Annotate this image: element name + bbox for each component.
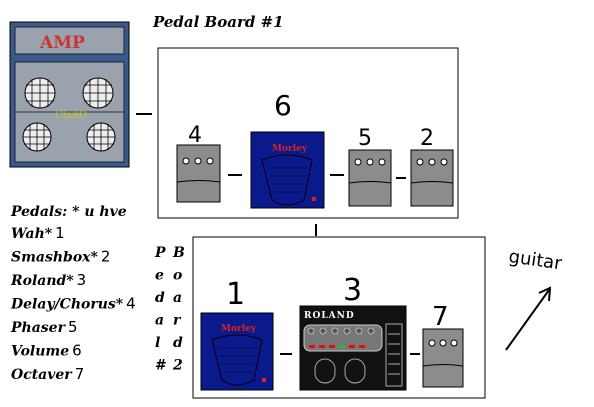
legend-heading: Pedals: * u hve xyxy=(10,204,127,220)
board-2-letter: o xyxy=(173,268,182,284)
legend-item: Roland* xyxy=(10,273,74,289)
board-2-letter: d xyxy=(173,335,183,351)
board-2-letter: P xyxy=(154,245,166,261)
board-2-letter: a xyxy=(173,290,182,306)
delay-chorus-pedal xyxy=(176,144,221,203)
board-2-letter: d xyxy=(155,290,165,306)
morley-label: Morley xyxy=(221,324,257,334)
legend-item: Wah* xyxy=(11,226,53,242)
legend-item-number: 6 xyxy=(72,342,82,360)
pedal-legend: Pedals: * u hve Wah*1Smashbox*2Roland*3D… xyxy=(10,204,136,383)
guitar-label: guitar xyxy=(507,246,563,274)
legend-item: Volume xyxy=(11,344,69,360)
legend-item: Octaver xyxy=(11,367,73,383)
morley-label: Morley xyxy=(272,144,308,154)
board-2-letter: 2 xyxy=(172,358,183,374)
legend-item: Phaser xyxy=(10,320,67,336)
legend-item-number: 5 xyxy=(68,318,78,336)
board-2-letter: l xyxy=(155,335,160,351)
legend-item-number: 1 xyxy=(55,224,65,242)
phaser-pedal xyxy=(348,149,392,207)
pedal-number-7: 7 xyxy=(432,302,449,332)
arrow-icon xyxy=(505,286,552,351)
roland-label: ROLAND xyxy=(304,311,355,321)
wah-pedal: Morley xyxy=(200,312,274,391)
amp: AMP ClaitO xyxy=(9,21,130,168)
board-2-letter: B xyxy=(172,245,185,261)
legend-item-number: 2 xyxy=(101,248,111,266)
legend-item: Smashbox* xyxy=(11,250,99,266)
board-2-letter: e xyxy=(155,268,164,284)
legend-item: Delay/Chorus* xyxy=(10,297,124,313)
pedal-number-3: 3 xyxy=(343,273,362,308)
legend-item-number: 7 xyxy=(75,365,85,383)
octaver-pedal xyxy=(422,328,464,388)
pedal-number-4: 4 xyxy=(188,123,202,148)
amp-badge: ClaitO xyxy=(55,110,87,121)
amp-logo: AMP xyxy=(39,33,85,53)
legend-item-number: 3 xyxy=(77,271,87,289)
board-2-letter: r xyxy=(173,313,182,329)
pedal-number-2: 2 xyxy=(420,126,434,151)
roland-multi-effects: ROLAND xyxy=(299,305,407,391)
smashbox-pedal xyxy=(410,149,454,207)
speaker-icon xyxy=(22,77,116,152)
amp-logo-panel xyxy=(14,26,125,55)
pedal-number-1: 1 xyxy=(226,277,245,312)
board-2-letter: # xyxy=(155,358,167,374)
pedal-number-6: 6 xyxy=(274,89,292,122)
legend-item-number: 4 xyxy=(126,295,136,313)
pedal-number-5: 5 xyxy=(358,126,372,151)
volume-pedal: Morley xyxy=(250,131,325,209)
page-title: Pedal Board #1 xyxy=(152,13,284,31)
board-2-letter: a xyxy=(155,313,164,329)
